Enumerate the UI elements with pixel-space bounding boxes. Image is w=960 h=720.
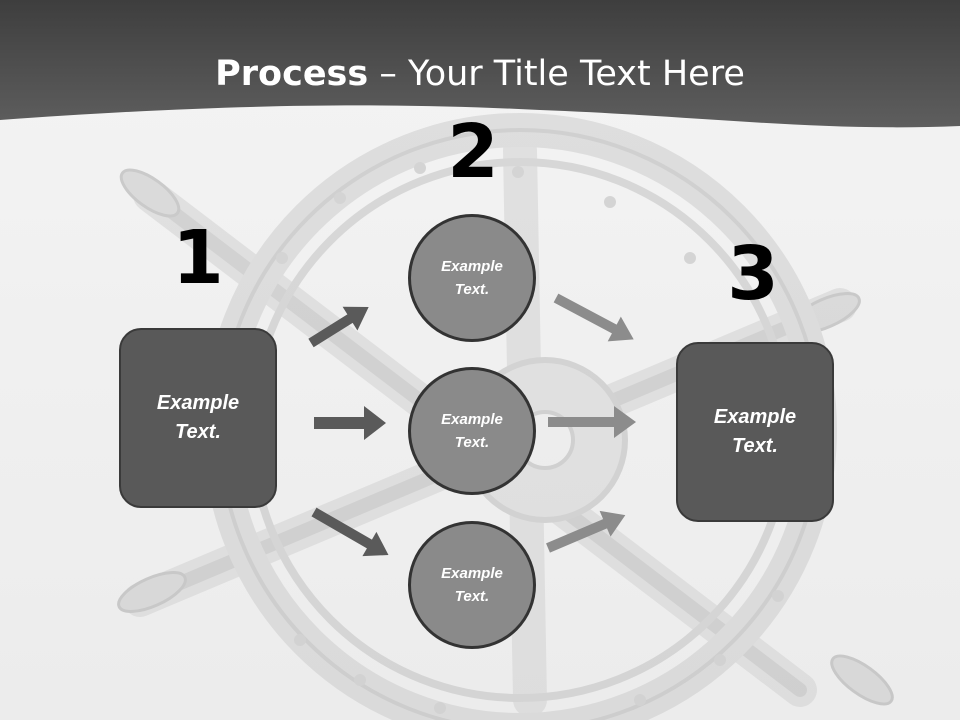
arrow-left-to-top: [308, 306, 369, 348]
arrow-top-to-right: [553, 293, 634, 342]
circle-bottom-text: Example Text.: [441, 565, 503, 605]
arrow-middle-to-right: [548, 406, 636, 438]
header-band: [0, 0, 960, 128]
arrow-left-to-middle: [314, 406, 386, 440]
step-2-circle-bottom: Example Text.: [408, 521, 536, 649]
step-3-text: Example Text.: [713, 406, 797, 457]
step-3-box: Example Text.: [676, 342, 834, 522]
step-number-2: 2: [447, 109, 499, 195]
circle-top-text: Example Text.: [441, 258, 503, 298]
circle-middle-text: Example Text.: [441, 411, 503, 451]
step-2-circle-top: Example Text.: [408, 214, 536, 342]
title-rest: – Your Title Text Here: [368, 54, 745, 94]
step-2-circle-middle: Example Text.: [408, 367, 536, 495]
arrow-bottom-to-right: [546, 510, 626, 553]
title-bold: Process: [215, 54, 369, 94]
slide-title: Process – Your Title Text Here: [0, 52, 960, 96]
step-number-1: 1: [172, 215, 224, 301]
step-number-3: 3: [727, 231, 779, 317]
arrow-left-to-bottom: [311, 507, 389, 557]
step-1-box: Example Text.: [119, 328, 277, 508]
step-1-text: Example Text.: [156, 392, 240, 443]
